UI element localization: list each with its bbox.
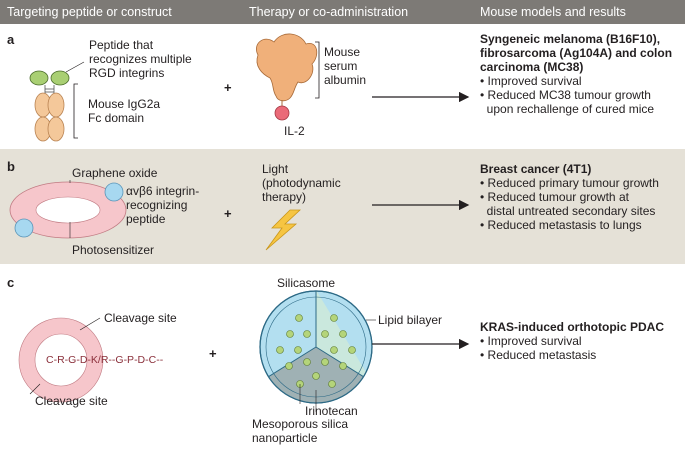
- silicasome-label: Silicasome: [277, 276, 336, 290]
- integrin-label: αvβ6 integrin- recognizing peptide: [126, 184, 199, 226]
- albumin-label-line-1: Mouse: [324, 45, 361, 59]
- panel-c-results: KRAS-induced orthotopic PDAC • Improved …: [480, 320, 664, 362]
- silica-label-line-1: Mesoporous silica: [252, 417, 349, 431]
- panel-a-background: [0, 24, 685, 149]
- panel-b-result-3: distal untreated secondary sites: [480, 204, 656, 218]
- integrin-label-line-1: αvβ6 integrin-: [126, 184, 200, 198]
- photosensitizer-shape: [35, 196, 101, 224]
- rgd-peptide-shape: [29, 70, 70, 86]
- integrin-label-line-3: peptide: [126, 212, 166, 226]
- silica-label: Mesoporous silica nanoparticle: [252, 417, 348, 445]
- silica-label-line-2: nanoparticle: [252, 431, 318, 445]
- cyclic-peptide-shape: [19, 318, 103, 402]
- cleavage-site-top-label: Cleavage site: [104, 311, 177, 325]
- plus-b: +: [224, 206, 232, 221]
- panel-b-result-title: Breast cancer (4T1): [480, 162, 592, 176]
- peptide-label-line-1: Peptide that: [89, 38, 154, 52]
- header-col-targeting: Targeting peptide or construct: [7, 5, 172, 19]
- irinotecan-label: Irinotecan: [305, 404, 358, 418]
- panel-b-result-1: • Reduced primary tumour growth: [480, 176, 659, 190]
- peptide-label-line-2: recognizes multiple: [89, 52, 192, 66]
- integrin-peptide-shape: [104, 182, 124, 202]
- graphene-oxide-label: Graphene oxide: [72, 166, 158, 180]
- panel-b-results: Breast cancer (4T1) • Reduced primary tu…: [480, 162, 659, 232]
- cleavage-site-bottom-label: Cleavage site: [35, 394, 108, 408]
- plus-c: +: [209, 346, 217, 361]
- panel-a-letter: a: [7, 32, 15, 47]
- light-label-line-2: (photodynamic: [262, 176, 341, 190]
- integrin-peptide-shape-2: [14, 218, 34, 238]
- panel-a-result-title-2: fibrosarcoma (Ag104A) and colon: [480, 46, 673, 60]
- albumin-label-line-3: albumin: [324, 73, 367, 87]
- lipid-bilayer-label: Lipid bilayer: [378, 313, 443, 327]
- peptide-label-line-3: RGD integrins: [89, 66, 165, 80]
- panel-a-result-3: upon rechallenge of cured mice: [480, 102, 655, 116]
- plus-a: +: [224, 80, 232, 95]
- fc-label-line-1: Mouse IgG2a: [88, 97, 161, 111]
- peptide-label: Peptide that recognizes multiple RGD int…: [89, 38, 192, 80]
- panel-c-result-2: • Reduced metastasis: [480, 348, 597, 362]
- header-col-therapy: Therapy or co-administration: [249, 5, 409, 19]
- lightning-icon: [265, 209, 302, 251]
- integrin-label-line-2: recognizing: [126, 198, 188, 212]
- panel-c-result-title: KRAS-induced orthotopic PDAC: [480, 320, 664, 334]
- panel-a-result-title-1: Syngeneic melanoma (B16F10),: [480, 32, 661, 46]
- panel-a-result-1: • Improved survival: [480, 74, 582, 88]
- header-bar: Targeting peptide or construct Therapy o…: [0, 0, 685, 24]
- irinotecan-dots: [276, 314, 356, 388]
- panel-a-result-2: • Reduced MC38 tumour growth: [480, 88, 651, 102]
- light-label-line-3: therapy): [262, 190, 307, 204]
- albumin-label-line-2: serum: [324, 59, 358, 73]
- panel-c-result-1: • Improved survival: [480, 334, 582, 348]
- light-label-line-1: Light: [262, 162, 289, 176]
- fc-label-line-2: Fc domain: [88, 111, 145, 125]
- fc-domain-shape: [34, 85, 65, 142]
- il2-shape: [274, 105, 290, 121]
- albumin-label: Mouse serum albumin: [324, 45, 366, 87]
- albumin-shape: [256, 33, 318, 102]
- panel-b-result-2: • Reduced tumour growth at: [480, 190, 629, 204]
- panel-a-result-title-3: carcinoma (MC38): [480, 60, 584, 74]
- header-col-results: Mouse models and results: [480, 5, 626, 19]
- il2-label: IL-2: [284, 124, 305, 138]
- panel-a-results: Syngeneic melanoma (B16F10), fibrosarcom…: [480, 32, 672, 116]
- light-label: Light (photodynamic therapy): [262, 162, 341, 204]
- fc-label: Mouse IgG2a Fc domain: [88, 97, 160, 125]
- panel-b-letter: b: [7, 159, 15, 174]
- photosensitizer-label: Photosensitizer: [72, 243, 155, 257]
- panel-c-letter: c: [7, 275, 15, 290]
- panel-b-result-4: • Reduced metastasis to lungs: [480, 218, 642, 232]
- peptide-sequence: C-R-G-D-K/R--G-P-D-C--: [46, 354, 164, 366]
